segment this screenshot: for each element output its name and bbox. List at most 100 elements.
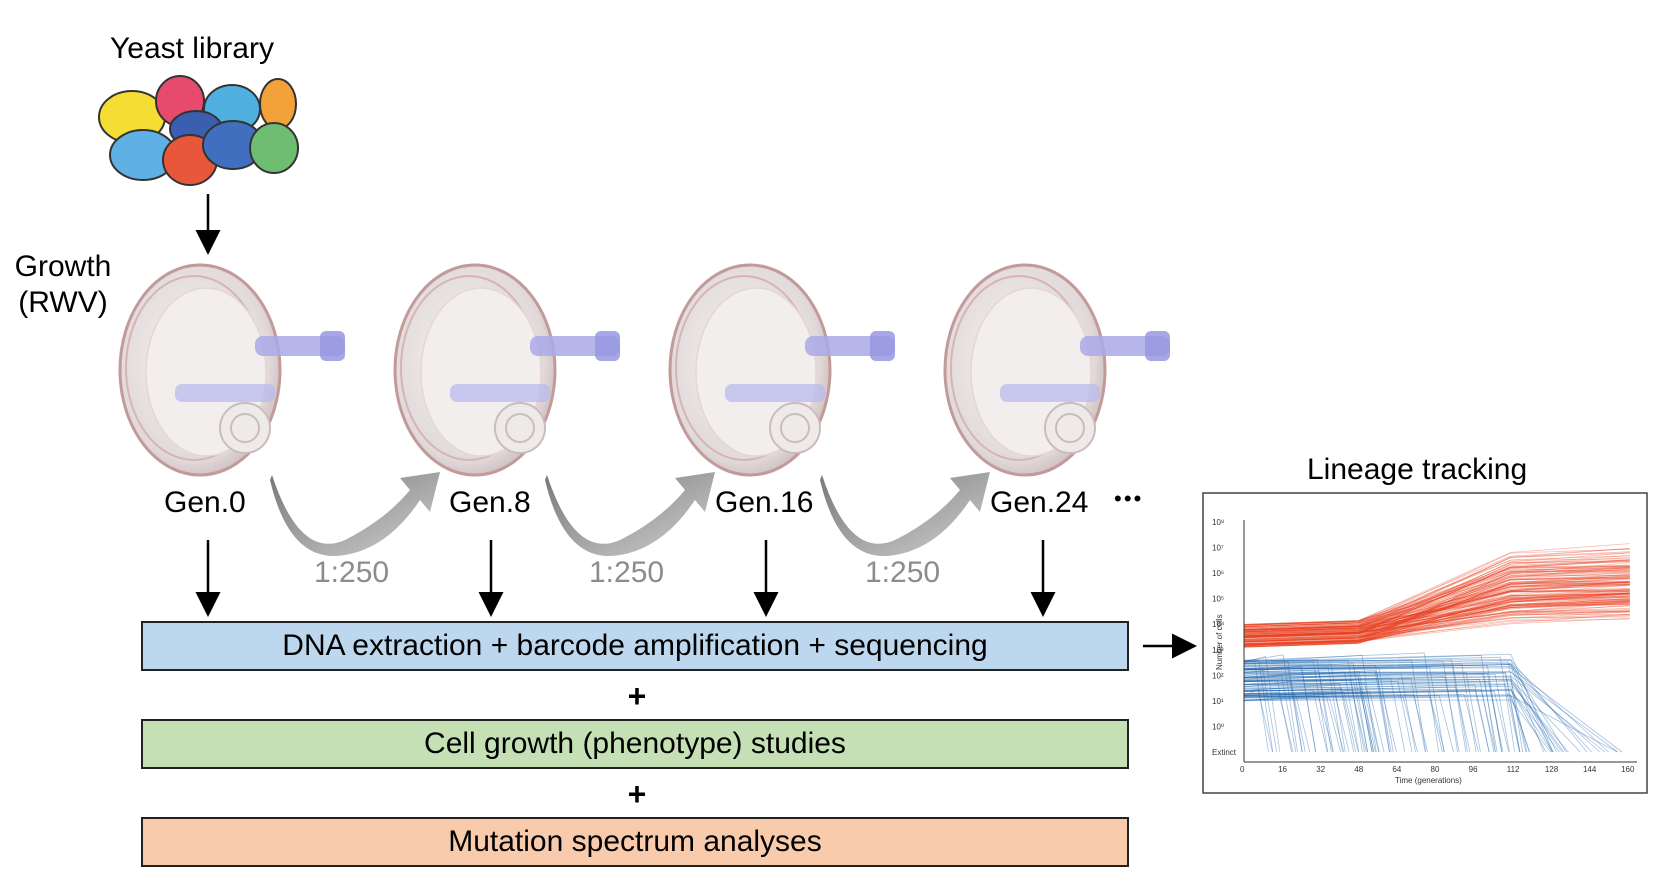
blue-lineage-line: [1243, 688, 1376, 753]
blue-lineage-line: [1243, 677, 1406, 753]
blue-lineage-line: [1243, 665, 1468, 753]
blue-lineage-line: [1243, 683, 1355, 753]
red-lineage-line: [1243, 558, 1630, 629]
red-lineage-line: [1243, 592, 1630, 639]
transfer-arrows: [270, 472, 990, 557]
step-cell-growth: Cell growth (phenotype) studies: [141, 719, 1129, 769]
growth-label-line2: (RWV): [18, 286, 108, 319]
red-lineage-line: [1243, 564, 1630, 644]
red-lineage-line: [1243, 596, 1630, 642]
blue-lineage-line: [1243, 695, 1618, 753]
red-lineage-line: [1243, 610, 1630, 646]
blue-lineage-line: [1243, 663, 1368, 753]
red-lineage-line: [1243, 577, 1630, 648]
red-lineage-line: [1243, 597, 1630, 640]
library-title: Yeast library: [110, 32, 274, 65]
red-lineage-line: [1243, 601, 1630, 638]
red-lineage-line: [1243, 600, 1630, 641]
gen-label-0: Gen.0: [164, 486, 246, 519]
red-lineage-line: [1243, 581, 1630, 626]
y-tick-label: Extinct: [1212, 748, 1237, 757]
blue-lineage-line: [1243, 689, 1273, 753]
blue-lineage-line: [1243, 692, 1294, 753]
blue-lineage-line: [1243, 673, 1373, 753]
y-tick-label: 10²: [1212, 671, 1224, 680]
blue-lineage-line: [1243, 691, 1359, 753]
red-lineage-line: [1243, 577, 1630, 628]
blue-lineage-line: [1243, 664, 1391, 753]
blue-lineage-line: [1243, 684, 1490, 753]
blue-lineage-line: [1243, 696, 1418, 753]
blue-lineage-line: [1243, 689, 1553, 753]
red-lineage-line: [1243, 583, 1630, 633]
red-lineage-line: [1243, 582, 1630, 634]
y-tick-label: 10¹: [1212, 697, 1224, 706]
red-lineage-line: [1243, 603, 1630, 634]
red-lineage-line: [1243, 566, 1630, 626]
red-lineage-line: [1243, 590, 1630, 648]
red-lineage-line: [1243, 584, 1630, 637]
plus-sign-2: +: [627, 776, 647, 812]
red-lineage-line: [1243, 569, 1630, 646]
blue-lineage-line: [1243, 678, 1581, 753]
red-lineage-line: [1243, 592, 1630, 644]
red-lineage-line: [1243, 601, 1630, 631]
red-lineage-line: [1243, 611, 1630, 645]
red-lineage-line: [1243, 567, 1630, 630]
y-tick-label: 10⁸: [1212, 518, 1224, 527]
blue-lineage-line: [1243, 665, 1545, 753]
red-lineage-line: [1243, 566, 1630, 631]
growth-label-line1: Growth: [14, 250, 112, 283]
red-lineage-line: [1243, 603, 1630, 646]
red-lineage-line: [1243, 610, 1630, 638]
rwv-vessel-icon-3: [943, 263, 1170, 477]
red-lineage-line: [1243, 570, 1630, 646]
red-lineage-line: [1243, 568, 1630, 642]
blue-lineage-line: [1243, 690, 1443, 753]
blue-lineage-line: [1243, 695, 1341, 753]
red-lineage-line: [1243, 595, 1630, 627]
red-lineage-line: [1243, 592, 1630, 645]
red-lineage-line: [1243, 559, 1630, 625]
red-lineage-line: [1243, 555, 1630, 626]
blue-lineage-line: [1243, 661, 1524, 753]
red-lineage-line: [1243, 592, 1630, 647]
red-lineage-line: [1243, 598, 1630, 643]
red-lineage-line: [1243, 548, 1630, 625]
blue-lineage-line: [1243, 656, 1516, 753]
blue-lineage-line: [1243, 672, 1521, 753]
red-lineage-line: [1243, 580, 1630, 631]
blue-lineage-line: [1243, 653, 1554, 753]
red-lineage-line: [1243, 590, 1630, 643]
red-lineage-line: [1243, 561, 1630, 635]
blue-lineage-line: [1243, 671, 1392, 753]
blue-lineage-line: [1243, 697, 1345, 753]
blue-lineage-line: [1243, 694, 1479, 753]
blue-lineage-line: [1243, 659, 1274, 753]
red-lineage-line: [1243, 611, 1630, 646]
rwv-vessel-icon-0: [118, 263, 345, 477]
x-tick-label: 160: [1621, 765, 1635, 774]
red-lineage-line: [1243, 575, 1630, 626]
red-lineage-line: [1243, 577, 1630, 643]
blue-lineage-line: [1243, 681, 1306, 753]
red-lineage-line: [1243, 582, 1630, 633]
red-lineage-line: [1243, 599, 1630, 631]
red-lineage-line: [1243, 570, 1630, 632]
red-lineage-line: [1243, 602, 1630, 646]
blue-lineage-line: [1243, 672, 1481, 753]
blue-lineage-line: [1243, 652, 1439, 753]
step-mutation-spectrum: Mutation spectrum analyses: [141, 817, 1129, 867]
blue-lineage-line: [1243, 696, 1445, 753]
red-lineage-line: [1243, 548, 1630, 628]
red-lineage-line: [1243, 566, 1630, 645]
red-lineage-line: [1243, 566, 1630, 632]
step-dna-sequencing: DNA extraction + barcode amplification +…: [141, 621, 1129, 671]
red-lineage-line: [1243, 572, 1630, 635]
lineage-title: Lineage tracking: [1307, 453, 1528, 486]
red-lineage-line: [1243, 564, 1630, 625]
sampling-arrows: [195, 540, 1056, 617]
red-lineage-line: [1243, 593, 1630, 637]
blue-lineage-line: [1243, 689, 1328, 753]
